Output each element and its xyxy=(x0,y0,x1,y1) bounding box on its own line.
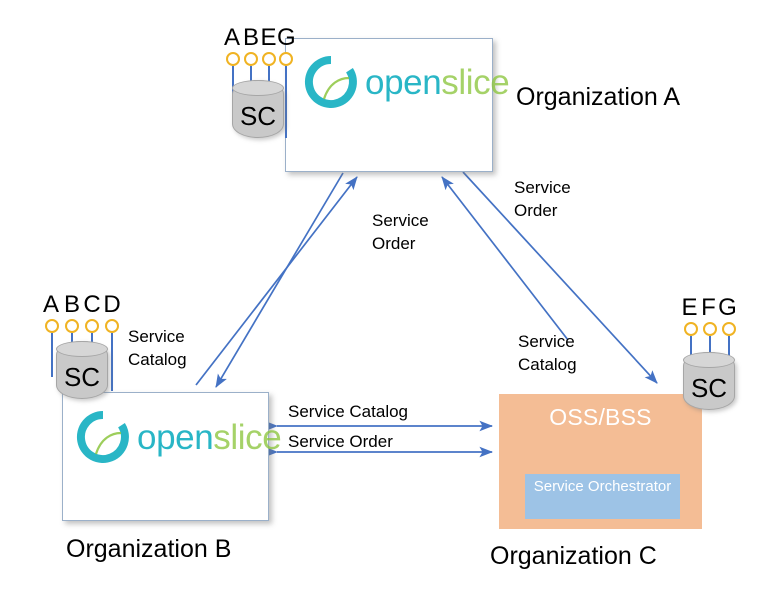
ossbss-title: OSS/BSS xyxy=(549,404,652,430)
edge-a-to-b-catalog xyxy=(215,172,344,388)
openslice-logo-b: openslice xyxy=(76,410,282,464)
service-dot-icon xyxy=(45,319,59,333)
logo-word-open: open xyxy=(365,62,442,102)
openslice-logo-icon xyxy=(304,55,358,109)
flow-label-b-c-order: Service Order xyxy=(288,432,393,451)
cylinder-top xyxy=(56,341,108,357)
service-dot-icon xyxy=(261,52,276,66)
logo-word-slice: slice xyxy=(441,62,510,102)
service-letters-c: E F G xyxy=(680,296,737,320)
service-letter: E xyxy=(260,24,277,51)
organization-b-box[interactable]: openslice xyxy=(62,392,282,521)
service-orchestrator-box[interactable]: Service Orchestrator xyxy=(525,474,680,519)
service-letters-b: A B C D xyxy=(40,293,122,317)
flow-label-c-to-a-order: Service Order xyxy=(514,178,571,220)
organization-a-caption: Organization A xyxy=(516,83,680,111)
service-dot-icon xyxy=(279,52,293,66)
service-dot-icon xyxy=(244,52,258,66)
service-dot-icon xyxy=(85,319,99,333)
service-stem xyxy=(285,66,287,138)
service-letter: C xyxy=(83,291,101,318)
catalog-label: SC xyxy=(690,373,728,403)
service-dot-icon xyxy=(65,319,79,333)
service-dot-icon xyxy=(721,322,736,336)
catalog-label: SC xyxy=(239,101,277,131)
catalog-annotation-b: Service Catalog xyxy=(128,327,187,369)
service-letter: A xyxy=(42,291,59,318)
service-letter: B xyxy=(242,24,259,51)
openslice-logo-icon xyxy=(76,410,130,464)
organization-b-caption: Organization B xyxy=(66,535,232,563)
service-letters-a: A B E G xyxy=(222,24,296,51)
service-letter: G xyxy=(718,294,737,321)
flow-label-a-to-c-catalog: Service Catalog xyxy=(518,332,577,374)
openslice-wordmark: openslice xyxy=(365,62,510,102)
service-stem xyxy=(51,333,53,377)
service-dot-icon xyxy=(683,322,698,336)
openslice-logo-a: openslice xyxy=(304,55,510,109)
service-dot-icon xyxy=(105,319,119,333)
organization-c-box[interactable]: OSS/BSS Service Orchestrator xyxy=(499,394,702,529)
service-letter: A xyxy=(223,24,240,51)
catalog-cylinder-a: SC xyxy=(232,80,284,138)
service-dots-a xyxy=(224,52,295,138)
edge-b-to-a-order xyxy=(195,176,358,386)
logo-word-slice: slice xyxy=(213,417,282,457)
catalog-cylinder-c: SC xyxy=(683,352,735,410)
openslice-wordmark: openslice xyxy=(137,417,282,457)
service-letter: G xyxy=(277,24,296,51)
service-stem xyxy=(111,333,113,391)
cylinder-top xyxy=(683,352,735,368)
cylinder-top xyxy=(232,80,284,96)
service-letter: F xyxy=(701,294,716,321)
service-dot-icon xyxy=(702,322,717,336)
service-letter: D xyxy=(103,291,121,318)
service-letter: E xyxy=(681,294,698,321)
logo-word-open: open xyxy=(137,417,214,457)
catalog-cylinder-b: SC xyxy=(56,341,108,399)
organization-a-box[interactable]: openslice xyxy=(285,38,510,172)
service-letter: B xyxy=(63,291,80,318)
service-dot-icon xyxy=(226,52,240,66)
organization-c-caption: Organization C xyxy=(490,542,657,570)
flow-label-b-c-catalog: Service Catalog xyxy=(288,402,409,421)
catalog-label: SC xyxy=(63,362,101,392)
flow-label-b-to-a-order: Service Order xyxy=(372,211,429,253)
